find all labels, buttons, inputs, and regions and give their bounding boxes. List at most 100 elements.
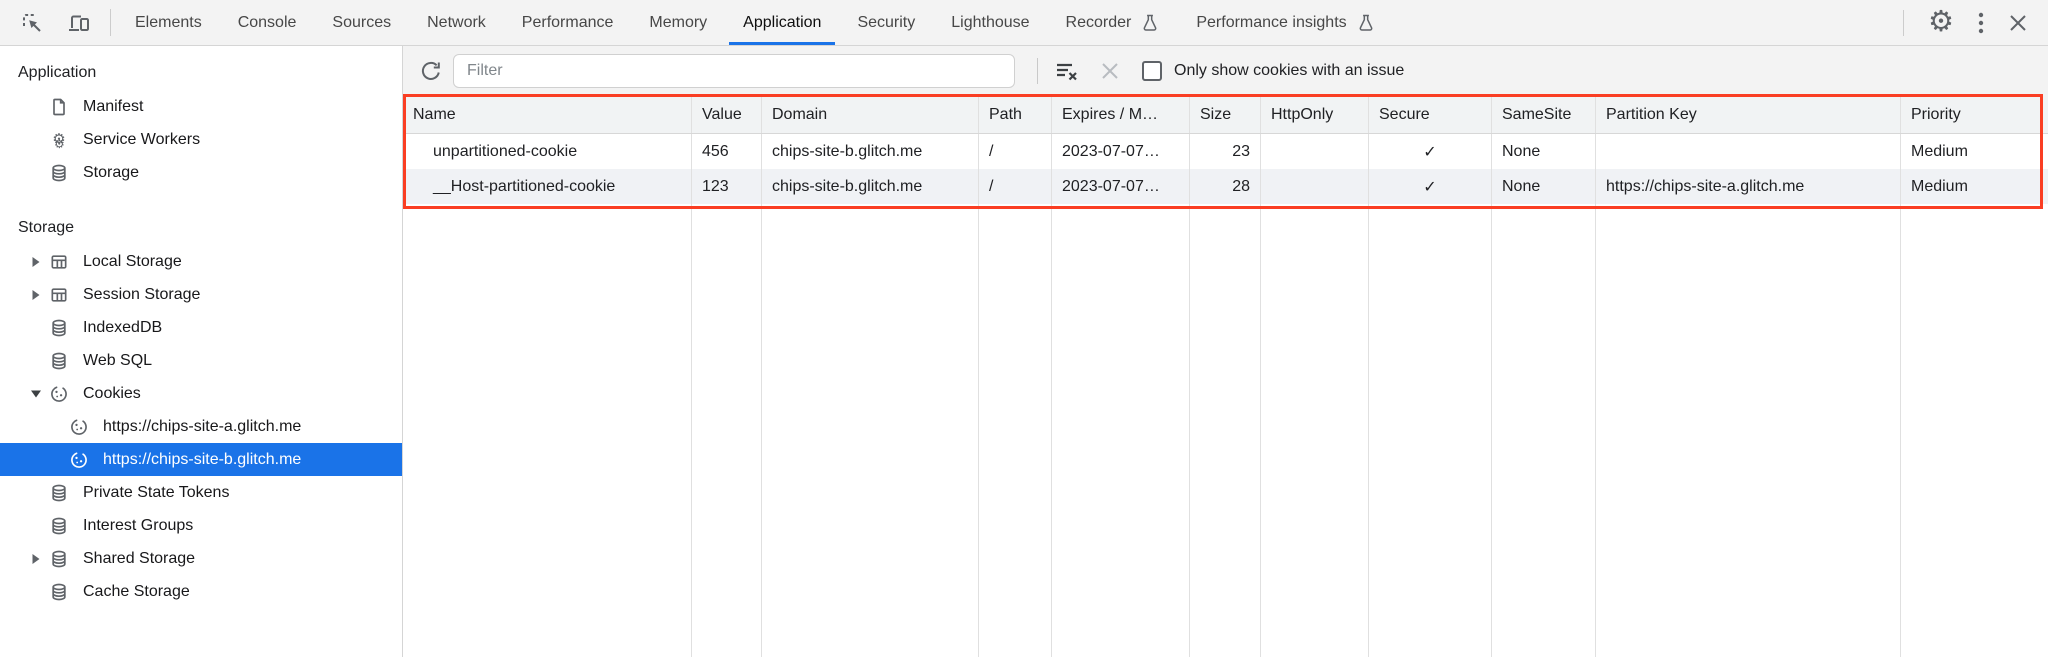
empty-column xyxy=(979,204,1052,657)
cell-secure-checkmark[interactable]: ✓ xyxy=(1369,134,1492,169)
database-icon xyxy=(46,483,72,503)
cookie-icon xyxy=(46,384,72,404)
cookie-row-unpartitioned[interactable]: unpartitioned-cookie 456 chips-site-b.gl… xyxy=(403,134,2048,169)
sidebar-section-title-storage: Storage xyxy=(18,219,75,236)
delete-cookie-icon-disabled[interactable] xyxy=(1100,61,1120,81)
section-gap xyxy=(0,189,402,213)
tab-performance[interactable]: Performance xyxy=(521,13,614,31)
cell-partition-key[interactable]: https://chips-site-a.glitch.me xyxy=(1596,169,1901,204)
only-issue-cookies-label: Only show cookies with an issue xyxy=(1174,62,1405,79)
sidebar-item-private-state-tokens[interactable]: Private State Tokens xyxy=(0,476,402,509)
column-header-priority[interactable]: Priority xyxy=(1911,105,1961,123)
cell-path[interactable]: / xyxy=(979,134,1052,169)
tab-performance-insights[interactable]: Performance insights xyxy=(1178,0,1393,45)
cookie-table: Name Value Domain Path Expires / M… Size… xyxy=(403,94,2048,657)
cell-priority[interactable]: Medium xyxy=(1911,177,1968,195)
sidebar-item-label: Private State Tokens xyxy=(83,483,230,501)
cell-samesite[interactable]: None xyxy=(1492,134,1596,169)
column-header-samesite[interactable]: SameSite xyxy=(1492,96,1596,133)
cookie-icon xyxy=(66,417,92,437)
cell-name[interactable]: __Host-partitioned-cookie xyxy=(403,169,692,204)
column-header-httponly[interactable]: HttpOnly xyxy=(1261,96,1369,133)
sidebar-item-label: Shared Storage xyxy=(83,549,196,567)
tab-recorder[interactable]: Recorder xyxy=(1048,0,1179,45)
cell-httponly[interactable] xyxy=(1261,134,1369,169)
cell-value[interactable]: 123 xyxy=(692,169,762,204)
sidebar-item-label: Local Storage xyxy=(83,252,182,270)
devtools-content: Application Manifest ⚙⚙ Service Workers … xyxy=(0,46,2048,657)
database-icon xyxy=(46,351,72,371)
settings-gear-icon[interactable]: ⚙ xyxy=(1928,6,1954,38)
sidebar-item-manifest[interactable]: Manifest xyxy=(0,90,402,123)
tab-application[interactable]: Application xyxy=(725,0,839,45)
chevron-collapsed-icon[interactable] xyxy=(26,289,46,301)
tab-lighthouse[interactable]: Lighthouse xyxy=(951,13,1030,31)
tab-memory[interactable]: Memory xyxy=(649,13,708,31)
cookie-row-host-partitioned[interactable]: __Host-partitioned-cookie 123 chips-site… xyxy=(403,169,2048,204)
chevron-collapsed-icon[interactable] xyxy=(26,256,46,268)
cell-expires[interactable]: 2023-07-07… xyxy=(1052,169,1190,204)
column-header-domain[interactable]: Domain xyxy=(762,96,979,133)
cell-samesite[interactable]: None xyxy=(1492,169,1596,204)
column-header-secure[interactable]: Secure xyxy=(1369,96,1492,133)
cell-domain[interactable]: chips-site-b.glitch.me xyxy=(762,169,979,204)
cell-httponly[interactable] xyxy=(1261,169,1369,204)
cookie-table-empty-area xyxy=(403,204,2048,657)
sidebar-item-cookie-origin-a[interactable]: https://chips-site-a.glitch.me xyxy=(0,410,402,443)
chevron-collapsed-icon[interactable] xyxy=(26,553,46,565)
clear-filter-icon[interactable] xyxy=(1054,59,1080,83)
cell-value[interactable]: 456 xyxy=(692,134,762,169)
close-icon[interactable] xyxy=(2008,13,2028,33)
cell-priority[interactable]: Medium xyxy=(1911,142,1968,160)
cell-name[interactable]: unpartitioned-cookie xyxy=(403,134,692,169)
sidebar-item-cookies[interactable]: Cookies xyxy=(0,377,402,410)
sidebar-item-web-sql[interactable]: Web SQL xyxy=(0,344,402,377)
cell-partition-key[interactable] xyxy=(1596,134,1901,169)
sidebar-item-local-storage[interactable]: Local Storage xyxy=(0,245,402,278)
cookie-filter-input[interactable] xyxy=(453,54,1015,88)
sidebar-item-service-workers[interactable]: ⚙⚙ Service Workers xyxy=(0,123,402,156)
filter-bar-divider xyxy=(1037,58,1038,84)
column-header-partition-key[interactable]: Partition Key xyxy=(1596,96,1901,133)
sidebar-item-storage[interactable]: Storage xyxy=(0,156,402,189)
sidebar-section-title-application: Application xyxy=(18,64,97,81)
sidebar-item-shared-storage[interactable]: Shared Storage xyxy=(0,542,402,575)
empty-column xyxy=(1596,204,1901,657)
sidebar-item-indexeddb[interactable]: IndexedDB xyxy=(0,311,402,344)
cell-path[interactable]: / xyxy=(979,169,1052,204)
cell-size[interactable]: 23 xyxy=(1190,134,1261,169)
tab-sources[interactable]: Sources xyxy=(332,13,392,31)
only-issue-cookies-checkbox[interactable] xyxy=(1142,61,1162,81)
column-header-size[interactable]: Size xyxy=(1190,96,1261,133)
tab-console[interactable]: Console xyxy=(237,13,297,31)
sidebar-item-session-storage[interactable]: Session Storage xyxy=(0,278,402,311)
sidebar-item-label: Cache Storage xyxy=(83,582,190,600)
sidebar-item-cache-storage[interactable]: Cache Storage xyxy=(0,575,402,608)
cell-secure-checkmark[interactable]: ✓ xyxy=(1369,169,1492,204)
database-icon xyxy=(46,318,72,338)
experiment-flask-icon xyxy=(1356,13,1376,33)
cookies-filter-bar: Only show cookies with an issue xyxy=(403,46,2048,96)
column-header-name[interactable]: Name xyxy=(403,96,692,133)
sidebar-item-interest-groups[interactable]: Interest Groups xyxy=(0,509,402,542)
tab-elements[interactable]: Elements xyxy=(135,13,202,31)
tab-network[interactable]: Network xyxy=(427,13,486,31)
cell-expires[interactable]: 2023-07-07… xyxy=(1052,134,1190,169)
cell-domain[interactable]: chips-site-b.glitch.me xyxy=(762,134,979,169)
tab-security[interactable]: Security xyxy=(857,13,916,31)
column-header-path[interactable]: Path xyxy=(979,96,1052,133)
database-icon xyxy=(46,582,72,602)
device-toolbar-icon[interactable] xyxy=(66,11,92,35)
column-header-expires[interactable]: Expires / M… xyxy=(1052,96,1190,133)
sidebar-item-label: https://chips-site-a.glitch.me xyxy=(103,417,302,435)
column-header-value[interactable]: Value xyxy=(692,96,762,133)
sidebar-item-cookie-origin-b-selected[interactable]: https://chips-site-b.glitch.me xyxy=(0,443,402,476)
chevron-expanded-icon[interactable] xyxy=(26,389,46,399)
cell-size[interactable]: 28 xyxy=(1190,169,1261,204)
refresh-icon[interactable] xyxy=(419,59,443,83)
inspect-element-icon[interactable] xyxy=(20,11,44,35)
sidebar-item-label: Web SQL xyxy=(83,351,153,369)
database-icon xyxy=(46,549,72,569)
kebab-menu-icon[interactable] xyxy=(1978,11,1984,35)
empty-column xyxy=(1261,204,1369,657)
